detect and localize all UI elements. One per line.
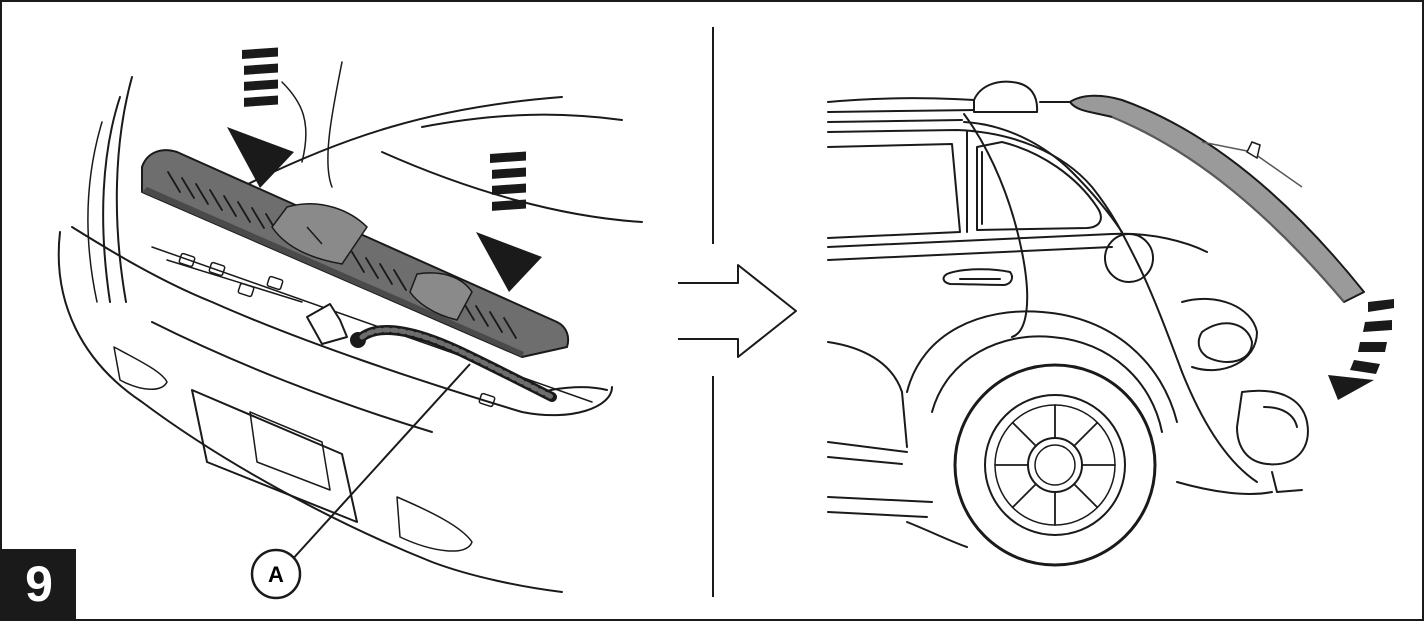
callout-circle [250, 548, 302, 600]
callout-label: A [268, 562, 284, 587]
weatherstrip-seal [357, 324, 557, 402]
callout-leader-line [289, 363, 471, 563]
sill-trim-panel [141, 149, 570, 358]
closing-motion-arrow [1328, 299, 1394, 400]
press-down-arrow-right [476, 151, 542, 292]
step-number-badge: 9 [2, 549, 76, 619]
left-panel-trunk [57, 61, 643, 593]
tailgate-spoiler [1069, 94, 1365, 303]
right-panel-car [827, 80, 1309, 548]
next-step-arrow [678, 264, 797, 358]
press-down-arrow-left [227, 47, 294, 188]
rear-wheel [953, 363, 1157, 567]
